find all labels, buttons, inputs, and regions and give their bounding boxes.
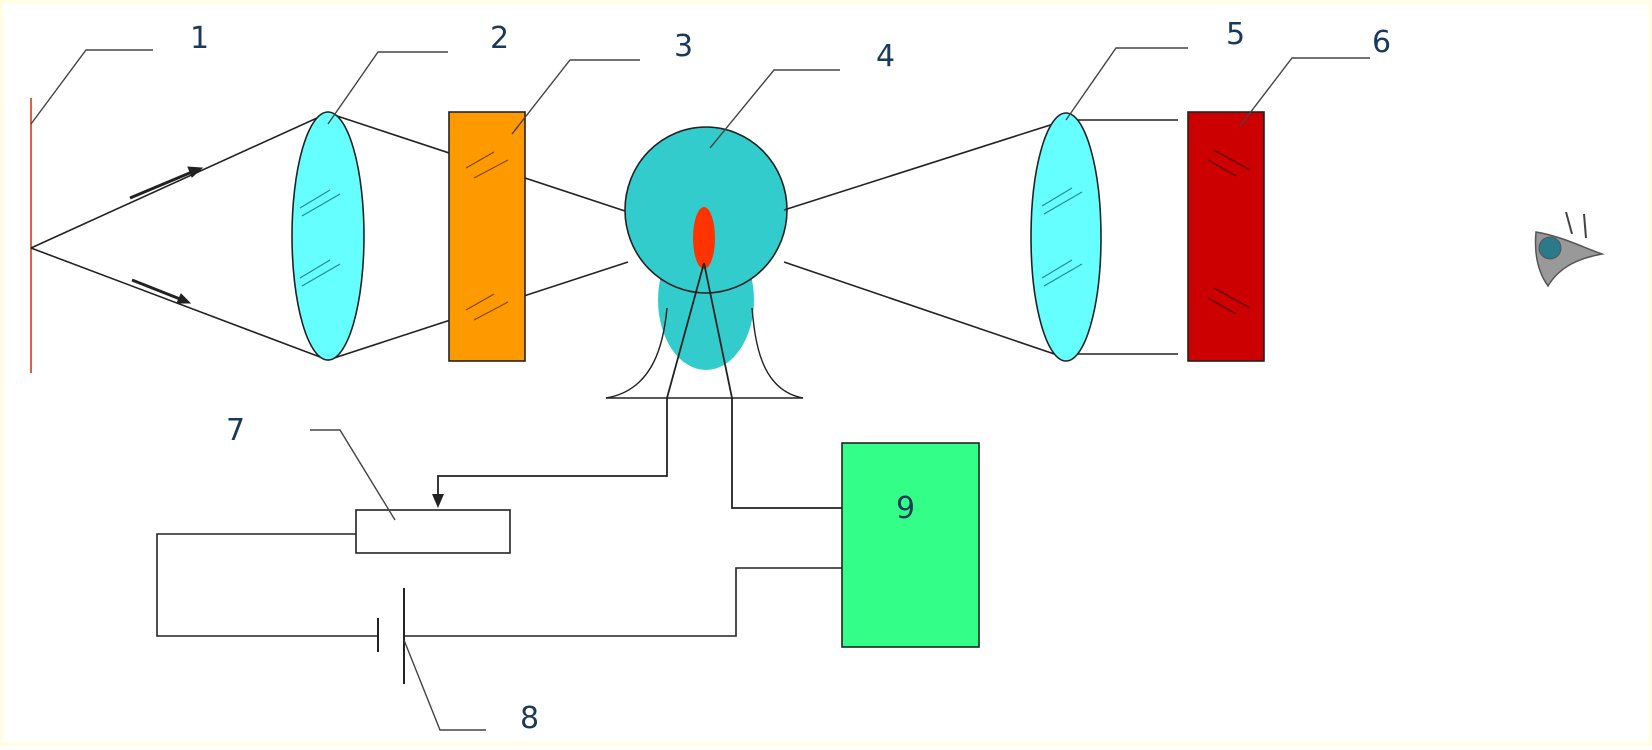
label-7: 7 [226, 413, 245, 448]
observer-eye-icon [1534, 211, 1605, 288]
comparator-box [841, 442, 980, 648]
ray-arrow [129, 166, 204, 304]
label-1: 1 [190, 21, 209, 56]
label-3: 3 [674, 29, 693, 64]
label-4: 4 [876, 39, 895, 74]
arrow-to-galvanometer [432, 494, 444, 508]
leader-lines [30, 47, 1370, 731]
galvanometer [355, 509, 511, 554]
label-2: 2 [490, 21, 509, 56]
filter-orange [448, 111, 526, 362]
rays-flame-to-lens [783, 119, 1178, 359]
flame-core [693, 207, 715, 269]
flame [605, 126, 804, 399]
label-6: 6 [1372, 25, 1391, 60]
thermocouple [437, 262, 842, 509]
rays-source-to-lens [30, 112, 329, 361]
lens-objective [1030, 112, 1102, 362]
filter-red [1187, 111, 1265, 362]
lens-condenser [291, 111, 365, 361]
label-5: 5 [1226, 17, 1245, 52]
label-8: 8 [520, 701, 539, 736]
label-9: 9 [896, 491, 915, 526]
battery-circuit [156, 533, 842, 684]
